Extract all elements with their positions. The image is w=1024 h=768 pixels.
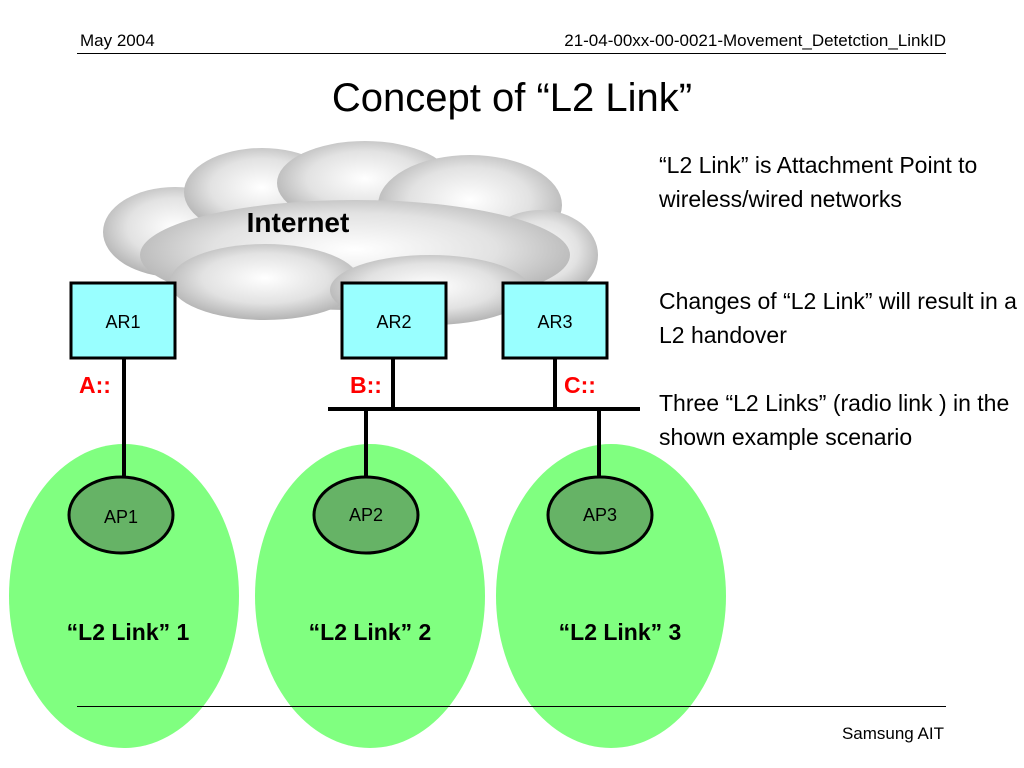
router-ar3: AR3 (501, 281, 609, 360)
ap-label: AP2 (349, 505, 383, 525)
l2-link-label-3: “L2 Link” 3 (559, 619, 682, 645)
footer-rule (77, 706, 946, 707)
slide-title: Concept of “L2 Link” (331, 76, 693, 120)
access-point-ap3: AP3 (546, 475, 654, 555)
l2-link-cell-1 (9, 444, 239, 748)
header-doc-id: 21-04-00xx-00-0021-Movement_Detetction_L… (564, 31, 946, 50)
l2-link-cell-2 (255, 444, 485, 748)
prefix-b: B:: (350, 372, 382, 398)
ap-label: AP3 (583, 505, 617, 525)
ap-label: AP1 (104, 507, 138, 527)
l2-link-label-1: “L2 Link” 1 (67, 619, 190, 645)
access-point-ap2: AP2 (312, 475, 420, 555)
internet-cloud: Internet (103, 141, 598, 325)
router-ar2: AR2 (340, 281, 448, 360)
prefix-c: C:: (564, 372, 596, 398)
header-rule (77, 53, 946, 54)
internet-label: Internet (247, 207, 350, 238)
router-ar1: AR1 (69, 281, 177, 360)
header-date: May 2004 (80, 31, 155, 50)
note-attachment-point: “L2 Link” is Attachment Point to wireles… (659, 152, 978, 212)
router-label: AR3 (537, 312, 572, 332)
access-point-ap1: AP1 (67, 475, 175, 555)
note-handover: Changes of “L2 Link” will result in a L2… (659, 288, 1017, 348)
footer-org: Samsung AIT (841, 724, 944, 743)
router-label: AR1 (105, 312, 140, 332)
note-three-links: Three “L2 Links” (radio link ) in the sh… (659, 390, 1010, 450)
router-label: AR2 (376, 312, 411, 332)
prefix-a: A:: (79, 372, 111, 398)
l2-link-label-2: “L2 Link” 2 (309, 619, 432, 645)
